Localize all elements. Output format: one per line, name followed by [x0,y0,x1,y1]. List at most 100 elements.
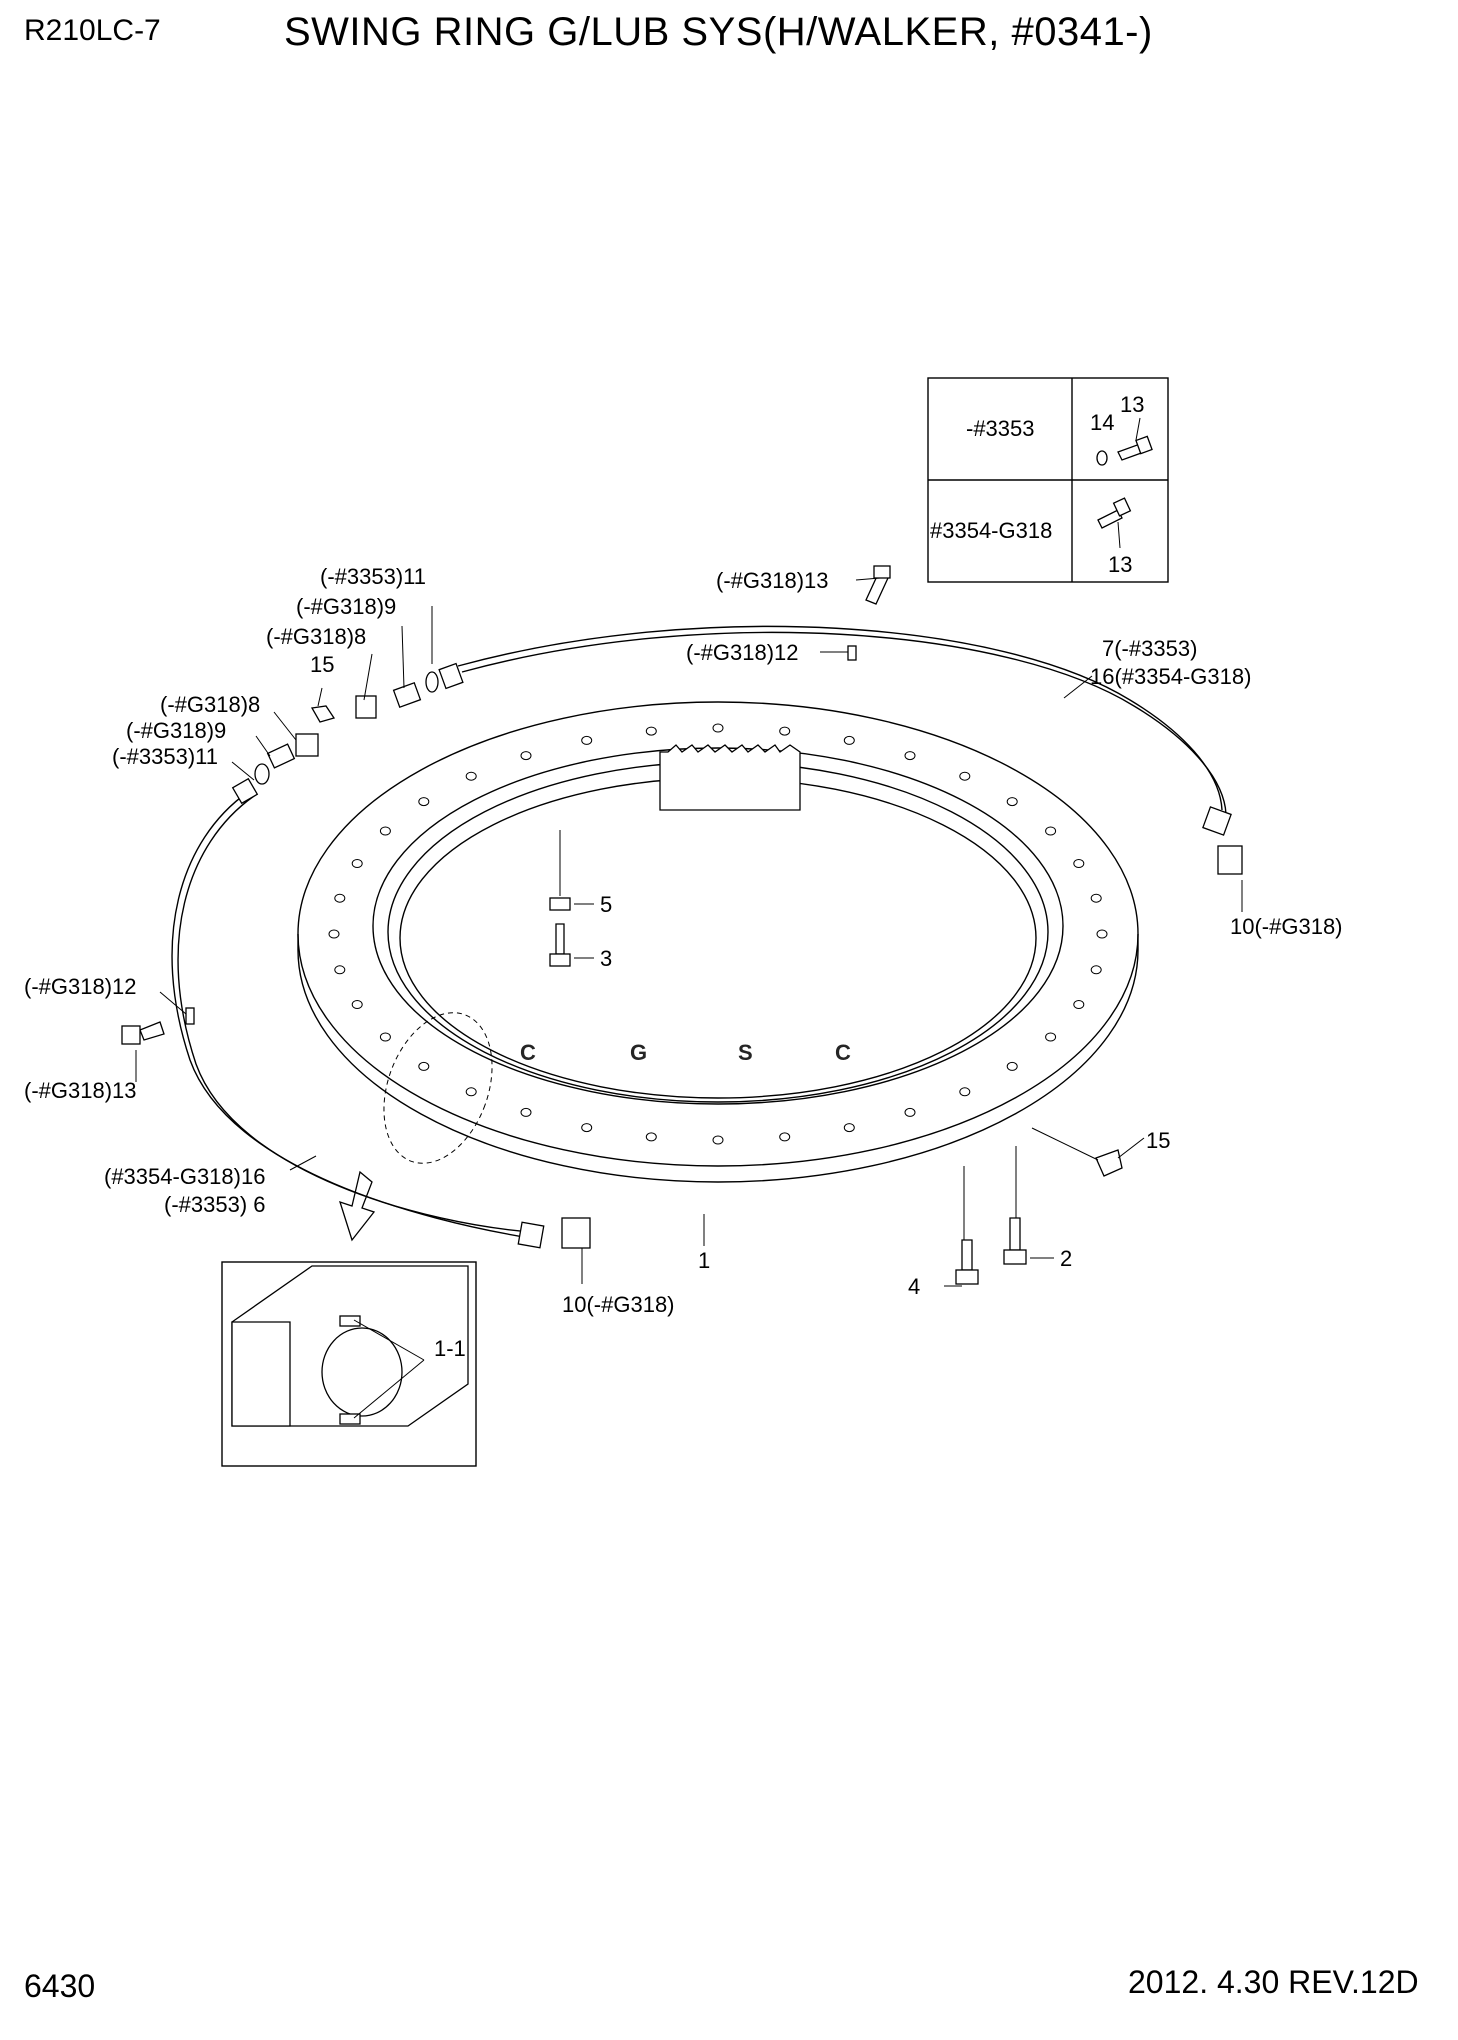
bolt-hole [334,893,346,903]
lube-hoses [171,625,1227,1239]
callout-label: 13 [1120,392,1144,417]
callout-label: (-#G318)9 [296,594,396,619]
callouts: (-#3353)11 (-#G318)9 (-#G318)8 15 (-#G31… [24,564,1343,1361]
page-title: SWING RING G/LUB SYS(H/WALKER, #0341-) [284,10,1153,54]
bolt-hole [1073,859,1085,868]
callout-label: 3 [600,946,612,971]
callout-label: (-#G318)8 [266,624,366,649]
watermark-letter-g: G [630,1040,647,1065]
nut-icon [438,662,464,690]
clip-icon [185,1007,195,1025]
oring-icon [425,671,439,693]
bolt-icon [961,1239,973,1271]
table-row-label: -#3353 [966,416,1035,441]
bolt-hole [645,726,657,736]
bolt-hole [904,1107,916,1117]
callout-label: 2 [1060,1246,1072,1271]
callout-label: 14 [1090,410,1114,435]
bolt-hole [581,735,593,745]
bolt-hole [645,1132,657,1142]
callout-label: (-#G318)12 [24,974,137,999]
bolt-hole [379,1032,391,1042]
bolt-hole [520,751,532,761]
watermark-letter-s: S [738,1040,753,1065]
bolt-hole [520,1107,532,1117]
bolt-hole [1073,1000,1085,1009]
bolt-hole [351,1000,363,1009]
bolt-hole [904,751,916,761]
grease-nipple-icon [1095,1149,1123,1177]
bolt-hole [465,1087,477,1097]
bolt-hole [1090,893,1102,903]
washer-icon [549,897,571,911]
bolt-hole [418,797,430,807]
nut-icon [231,777,259,805]
bolt-hole [418,1061,430,1071]
watermark-letter-c1: C [520,1040,536,1065]
detail-arrow-icon [338,1170,376,1242]
nut-icon [517,1221,545,1249]
callout-label: (#3354-G318)16 [104,1164,265,1189]
callout-label: 13 [1108,552,1132,577]
fittings [121,565,1243,1285]
revision-date: 2012. 4.30 REV.12D [1128,1964,1419,2000]
bolt-hole [959,771,971,781]
bolt-holes [328,723,1108,1145]
watermark-logo: C G S C [520,1040,851,1065]
bolt-hole [712,723,724,733]
elbow-fitting-icon [295,733,319,757]
bolt-hole [1096,929,1108,939]
clip-icon [847,645,857,661]
bolt-hole [465,771,477,781]
bolt-hole [1045,826,1057,836]
bolt-hole [351,859,363,868]
bolt-hole [328,929,340,939]
callout-label: 4 [908,1274,920,1299]
bolt-hole [1090,965,1102,975]
bolt-hole [843,735,855,745]
grease-nipple-icon [310,705,336,723]
callout-label: (-#3353) 6 [164,1192,266,1217]
adapter-icon [392,681,422,709]
page-number: 6430 [24,1968,96,2004]
bolt-icon [139,1021,165,1041]
callout-label: (-#G318)13 [716,568,829,593]
callout-label: (-#G318)13 [24,1078,137,1103]
bolt-icon [1009,1217,1021,1251]
nut-icon [1202,806,1232,836]
gear-teeth [659,744,801,811]
callout-label: 15 [310,652,334,677]
bolt-hole [334,965,346,975]
adapter-icon [266,743,296,769]
callout-label: 1-1 [434,1336,466,1361]
bolt-hole [1006,1061,1018,1071]
elbow-fitting-icon [1217,845,1243,875]
callout-label: (-#3353)11 [320,564,426,589]
callout-label: 1 [698,1248,710,1273]
bolt-hole [1006,797,1018,807]
leader-lines [135,577,1243,1287]
callout-label: 7(-#3353) [1102,636,1197,661]
callout-label: (-#3353)11 [112,744,218,769]
bolt-icon [1097,509,1123,529]
elbow-fitting-icon [561,1217,591,1249]
bolt-icon [555,923,565,955]
swing-ring [297,701,1139,1242]
callout-label: 10(-#G318) [562,1292,675,1317]
bolt-hole [959,1087,971,1097]
bolt-hole [779,1132,791,1142]
bolt-hole [779,726,791,736]
callout-label: (-#G318)9 [126,718,226,743]
washer-icon [1096,450,1108,466]
elbow-fitting-icon [355,695,377,719]
table-row-label: #3354-G318 [930,518,1052,543]
bolt-hole [843,1123,855,1133]
oring-icon [254,763,270,785]
bolt-hole [379,826,391,836]
callout-label: 5 [600,892,612,917]
callout-label: 10(-#G318) [1230,914,1343,939]
detail-view [221,1261,477,1467]
watermark-letter-c2: C [835,1040,851,1065]
bolt-hole [1045,1032,1057,1042]
